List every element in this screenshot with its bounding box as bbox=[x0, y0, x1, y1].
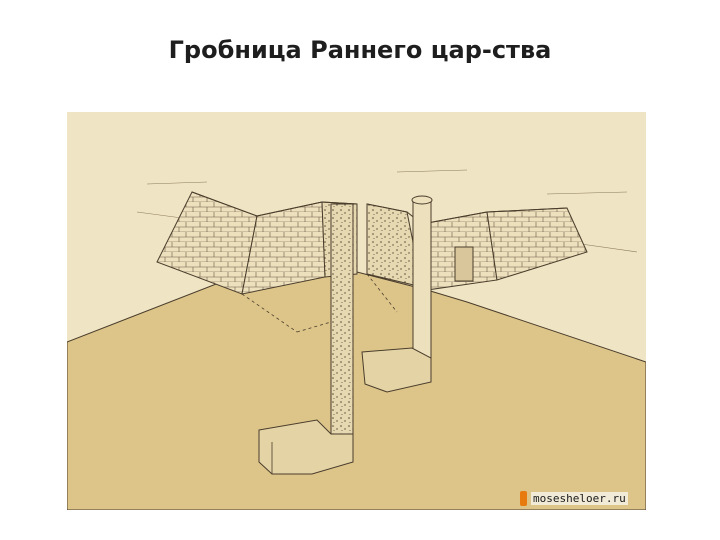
horizon-hatching bbox=[136, 169, 638, 253]
left-burial-shaft bbox=[330, 203, 354, 435]
slide-title: Гробница Раннего цар-ства bbox=[168, 36, 552, 64]
tomb-cross-section-drawing bbox=[67, 112, 646, 510]
watermark-text: mosesheloer.ru bbox=[531, 491, 628, 505]
false-door-niche bbox=[454, 246, 474, 282]
dashed-guides bbox=[241, 273, 398, 333]
right-burial-shaft bbox=[412, 199, 432, 371]
site-watermark: mosesheloer.ru bbox=[520, 489, 628, 507]
right-burial-chamber bbox=[361, 347, 432, 393]
watermark-logo-icon bbox=[520, 490, 527, 506]
left-burial-chamber bbox=[258, 419, 354, 475]
